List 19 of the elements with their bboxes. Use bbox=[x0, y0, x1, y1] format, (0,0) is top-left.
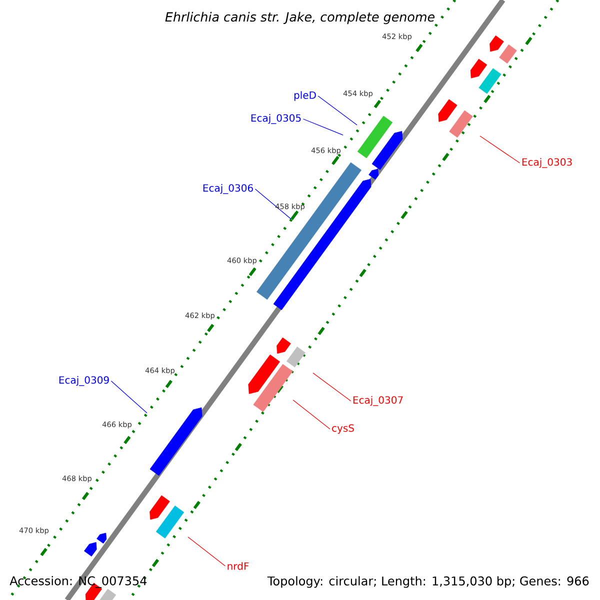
leader-line bbox=[318, 96, 358, 126]
gene-label: nrdF bbox=[228, 562, 249, 570]
gene-label: Ecaj_0309 bbox=[59, 376, 109, 386]
gene-label: Ecaj_0303 bbox=[522, 158, 572, 168]
accession-text: Accession: NC_007354 bbox=[10, 576, 147, 588]
leader-line bbox=[480, 136, 520, 164]
gene-label: Ecaj_0307 bbox=[353, 396, 403, 406]
leader-line bbox=[254, 188, 292, 220]
gene-label: Ecaj_0306 bbox=[203, 184, 253, 194]
leader-line bbox=[110, 380, 148, 414]
gene-label: pleD bbox=[294, 91, 316, 101]
leader-line bbox=[312, 372, 352, 402]
title: Ehrlichia canis str. Jake, complete genome bbox=[165, 12, 435, 24]
leader-line bbox=[292, 400, 330, 430]
gene-label: cysS bbox=[332, 424, 354, 434]
leader-line bbox=[188, 536, 226, 566]
genome-info-text: Topology: circular; Length: 1,315,030 bp; Genes: 966 bbox=[267, 576, 589, 588]
gene-label: Ecaj_0305 bbox=[251, 114, 301, 124]
leader-line bbox=[302, 118, 344, 136]
